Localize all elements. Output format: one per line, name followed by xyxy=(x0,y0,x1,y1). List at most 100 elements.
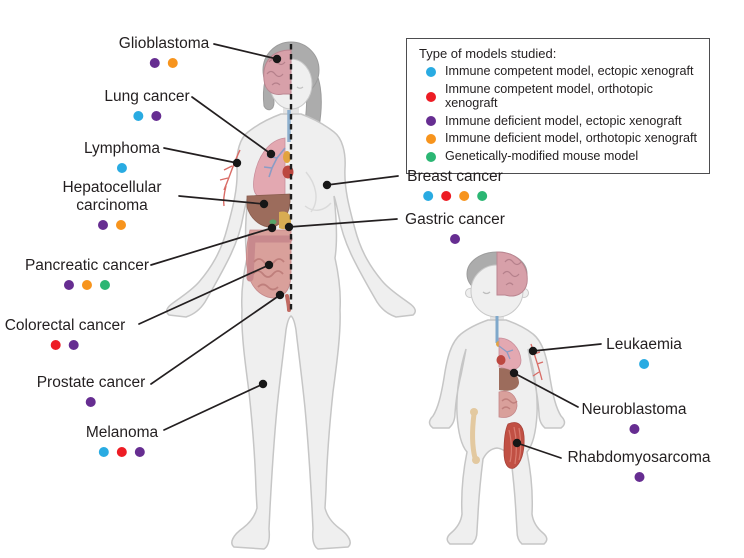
label-text: Prostate cancer xyxy=(36,374,146,391)
child-body-silhouette xyxy=(428,319,566,545)
leader-line-gastric xyxy=(288,218,398,228)
label-text: Gastric cancer xyxy=(405,211,505,228)
legend-dot-green xyxy=(426,152,436,163)
model-dots-row xyxy=(5,339,126,350)
legend-item: Immune competent model, orthotopic xenog… xyxy=(426,81,699,111)
anatomy-dot-pancreas xyxy=(267,223,277,233)
label-melanoma: Melanoma xyxy=(86,424,158,457)
label-gastric: Gastric cancer xyxy=(405,211,505,244)
model-dot-immune_deficient_ectopic xyxy=(151,110,161,121)
legend-item: Immune deficient model, ectopic xenograf… xyxy=(426,113,699,129)
legend-item-label: Genetically-modified mouse model xyxy=(445,149,639,164)
model-dot-immune_deficient_ectopic xyxy=(449,233,460,244)
label-lymphoma: Lymphoma xyxy=(84,140,160,173)
model-dot-immune_deficient_orthotopic xyxy=(116,219,126,230)
anatomy-dot-breast xyxy=(322,180,332,190)
model-dot-immune_competent_orthotopic xyxy=(117,446,127,457)
model-dots-row xyxy=(407,190,503,201)
anatomy-dot-stomach xyxy=(284,222,294,232)
label-glioblastoma: Glioblastoma xyxy=(119,35,209,68)
model-dot-immune_deficient_ectopic xyxy=(628,423,639,434)
anatomy-dot-liver xyxy=(259,199,269,209)
model-dot-immune_deficient_orthotopic xyxy=(168,57,178,68)
label-lung-cancer: Lung cancer xyxy=(104,88,190,121)
model-dot-immune_deficient_ectopic xyxy=(150,57,160,68)
model-dot-immune_competent_ectopic xyxy=(116,162,127,173)
anatomy-dot-lung xyxy=(266,149,276,159)
child-figure-illustration xyxy=(428,251,566,545)
label-leukaemia: Leukaemia xyxy=(606,336,682,369)
label-text: Lung cancer xyxy=(104,88,190,105)
model-dots-row xyxy=(567,471,710,482)
leader-line-leukaemia xyxy=(532,343,602,352)
label-text: Pancreatic cancer xyxy=(24,257,150,274)
lymph-vessels-icon xyxy=(219,149,241,207)
anatomy-dots xyxy=(232,54,538,448)
anatomy-dot-lymph xyxy=(232,158,242,168)
adult-figure-illustration xyxy=(166,41,416,550)
legend-dot-purple xyxy=(426,116,436,127)
child-intestines-icon xyxy=(498,390,518,418)
label-prostate: Prostate cancer xyxy=(36,374,146,407)
leader-line-neuroblastoma xyxy=(513,372,579,408)
leader-line-lung-cancer xyxy=(191,96,272,155)
leader-line-rhabdomyosarcoma xyxy=(516,442,562,459)
anatomy-dot-colon xyxy=(264,260,274,270)
legend-box: Type of models studied: Immune competent… xyxy=(406,38,710,175)
anatomy-dot-adrenal xyxy=(509,368,519,378)
model-dot-immune_competent_ectopic xyxy=(422,190,433,201)
leader-line-melanoma xyxy=(163,383,264,431)
model-dot-immune_competent_orthotopic xyxy=(50,339,61,350)
model-dot-immune_deficient_ectopic xyxy=(86,396,96,407)
anatomy-dot-prostate xyxy=(275,290,285,300)
label-text: Lymphoma xyxy=(83,140,161,157)
legend-item-label: Immune deficient model, ectopic xenograf… xyxy=(445,113,682,128)
label-pancreatic: Pancreatic cancer xyxy=(25,257,149,290)
model-dot-immune_deficient_ectopic xyxy=(98,219,108,230)
child-lymph-vessels-icon xyxy=(530,343,544,381)
model-dot-immune_deficient_ectopic xyxy=(633,471,644,482)
model-dot-gm_mouse xyxy=(476,190,487,201)
model-dots-row xyxy=(86,446,158,457)
model-dots-row xyxy=(104,110,189,121)
model-dots-row xyxy=(84,162,160,173)
label-text: Hepatocellular carcinoma xyxy=(62,179,162,214)
label-text: Melanoma xyxy=(85,424,159,441)
legend-title: Type of models studied: xyxy=(419,46,557,61)
label-text: Neuroblastoma xyxy=(581,401,687,418)
label-text: Rhabdomyosarcoma xyxy=(567,449,711,466)
femur-bone-icon xyxy=(470,411,478,461)
label-rhabdomyosarcoma: Rhabdomyosarcoma xyxy=(567,449,711,482)
model-dot-immune_competent_ectopic xyxy=(638,358,649,369)
model-dot-immune_deficient_orthotopic xyxy=(458,190,469,201)
model-dot-immune_competent_orthotopic xyxy=(440,190,451,201)
adult-brain-icon xyxy=(263,49,292,95)
label-hepatocellular: Hepatocellular carcinoma xyxy=(46,179,178,230)
child-brain-icon xyxy=(496,251,528,297)
label-neuroblastoma: Neuroblastoma xyxy=(581,401,687,434)
model-dot-gm_mouse xyxy=(100,279,110,290)
anatomy-dot-skin xyxy=(258,379,268,389)
anatomy-dot-muscle xyxy=(512,438,522,448)
model-dots-row xyxy=(405,233,505,244)
model-dots-row xyxy=(46,219,178,230)
legend-item: Genetically-modified mouse model xyxy=(426,149,699,164)
model-dot-immune_deficient_ectopic xyxy=(135,446,145,457)
legend-item: Immune deficient model, orthotopic xenog… xyxy=(426,132,699,146)
model-dot-immune_deficient_orthotopic xyxy=(82,279,92,290)
gallbladder-icon xyxy=(269,219,277,225)
label-colorectal: Colorectal cancer xyxy=(4,317,126,350)
leader-line-hepatocellular xyxy=(178,195,265,205)
legend-item-label: Immune competent model, orthotopic xenog… xyxy=(445,81,653,110)
legend-dot-orange xyxy=(426,134,436,145)
leader-line-colorectal xyxy=(138,264,270,325)
model-dot-immune_deficient_ectopic xyxy=(68,339,79,350)
label-text: Glioblastoma xyxy=(118,35,210,52)
leader-line-breast xyxy=(326,175,399,186)
label-text: Colorectal cancer xyxy=(4,317,126,334)
leader-line-pancreatic xyxy=(150,227,273,266)
legend-item-label: Immune competent model, ectopic xenograf… xyxy=(445,64,694,78)
legend-item-label: Immune deficient model, orthotopic xenog… xyxy=(445,131,698,146)
legend-item: Immune competent model, ectopic xenograf… xyxy=(426,64,699,79)
